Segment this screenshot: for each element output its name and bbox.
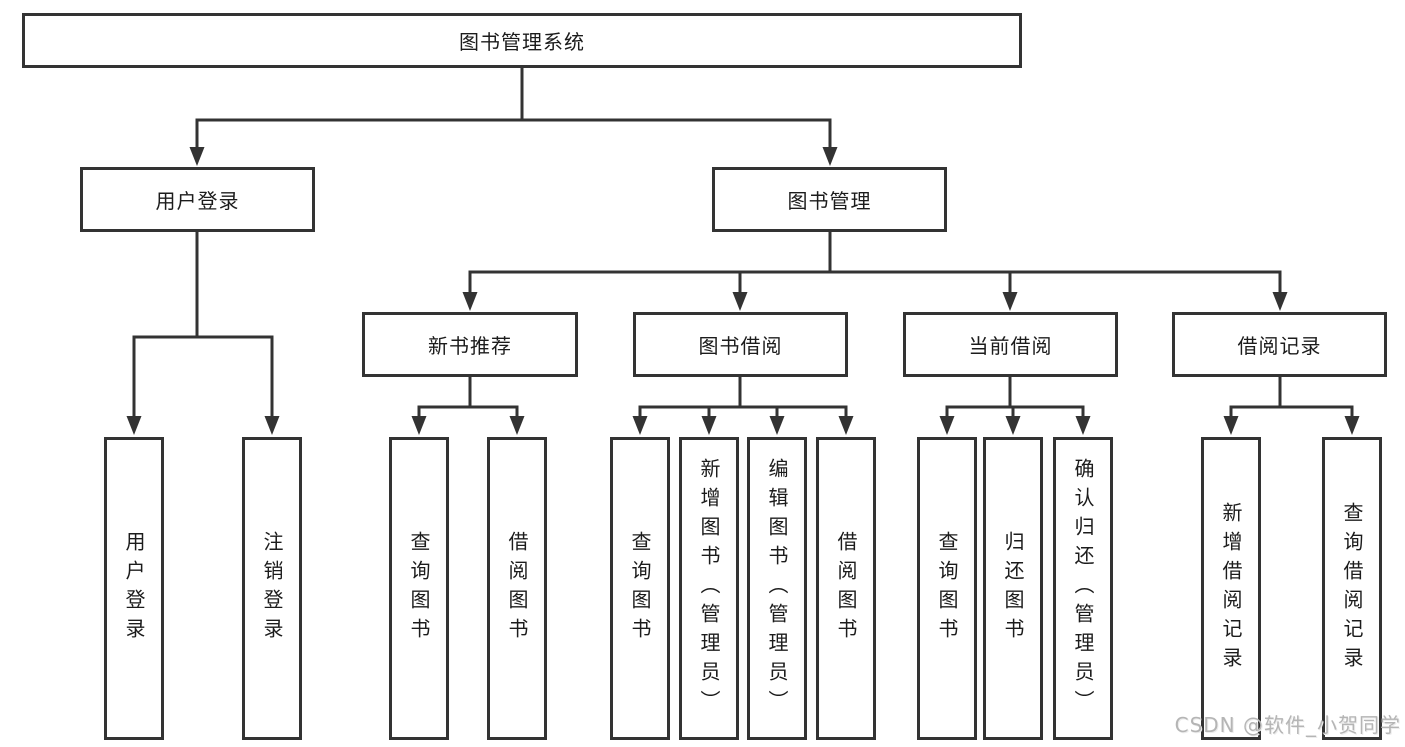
node-label: 归还图书 [1001,530,1025,647]
node-leaf-add-borrow-record: 新增借阅记录 [1201,437,1261,740]
node-label: 查询图书 [628,530,652,647]
connector-line [468,230,1282,299]
node-label: 新增图书（管理员） [697,458,721,719]
arrowhead [1005,416,1021,435]
node-label: 确认归还（管理员） [1071,458,1095,719]
arrowhead [411,416,427,435]
node-label: 新书推荐 [428,334,512,358]
node-library-management-system: 图书管理系统 [22,13,1022,68]
connector-line [417,375,519,423]
node-user-login: 用户登录 [80,167,315,232]
arrowhead [189,147,205,166]
arrowhead [509,416,525,435]
node-label: 当前借阅 [968,334,1053,358]
node-label: 借阅图书 [505,530,529,647]
node-current-borrowing: 当前借阅 [903,312,1118,377]
node-leaf-add-books-admin: 新增图书（管理员） [679,437,739,740]
arrowhead [838,416,854,435]
node-leaf-query-books-current: 查询图书 [917,437,977,740]
node-label: 查询图书 [407,530,431,647]
connector-line [195,66,832,154]
connector-line [945,375,1085,423]
connector-line [638,375,848,423]
node-label: 借阅图书 [834,530,858,647]
node-leaf-query-books-recommend: 查询图书 [389,437,449,740]
node-leaf-logout: 注销登录 [242,437,302,740]
arrowhead [1272,292,1288,311]
node-label: 查询借阅记录 [1340,501,1364,676]
connector-line [132,230,274,423]
connector-line [1229,375,1354,423]
arrowhead [939,416,955,435]
node-borrowing-records: 借阅记录 [1172,312,1387,377]
node-label: 编辑图书（管理员） [765,458,789,719]
arrowhead [822,147,838,166]
node-leaf-borrow-books-recommend: 借阅图书 [487,437,547,740]
arrowhead [462,292,478,311]
node-label: 用户登录 [155,189,240,213]
node-label: 图书管理 [787,189,872,213]
node-leaf-return-books: 归还图书 [983,437,1043,740]
node-label: 注销登录 [260,530,284,647]
node-new-book-recommend: 新书推荐 [362,312,578,377]
arrowhead [264,416,280,435]
arrowhead [769,416,785,435]
node-label: 用户登录 [122,530,146,647]
node-leaf-borrow-books: 借阅图书 [816,437,876,740]
node-label: 新增借阅记录 [1219,501,1243,676]
node-leaf-query-borrow-record: 查询借阅记录 [1322,437,1382,740]
arrowhead [1223,416,1239,435]
arrowhead [1002,292,1018,311]
node-label: 借阅记录 [1237,334,1322,358]
arrowhead [1075,416,1091,435]
arrowhead [126,416,142,435]
arrowhead [732,292,748,311]
node-label: 图书借阅 [698,334,783,358]
arrowhead [701,416,717,435]
arrowhead [632,416,648,435]
node-leaf-user-login: 用户登录 [104,437,164,740]
node-label: 查询图书 [935,530,959,647]
node-book-management: 图书管理 [712,167,947,232]
arrowhead [1344,416,1360,435]
node-book-borrowing: 图书借阅 [633,312,848,377]
node-leaf-confirm-return-admin: 确认归还（管理员） [1053,437,1113,740]
node-label: 图书管理系统 [459,30,585,54]
node-leaf-edit-books-admin: 编辑图书（管理员） [747,437,807,740]
csdn-watermark: CSDN @软件_小贺同学 [1174,713,1401,737]
node-leaf-query-books: 查询图书 [610,437,670,740]
